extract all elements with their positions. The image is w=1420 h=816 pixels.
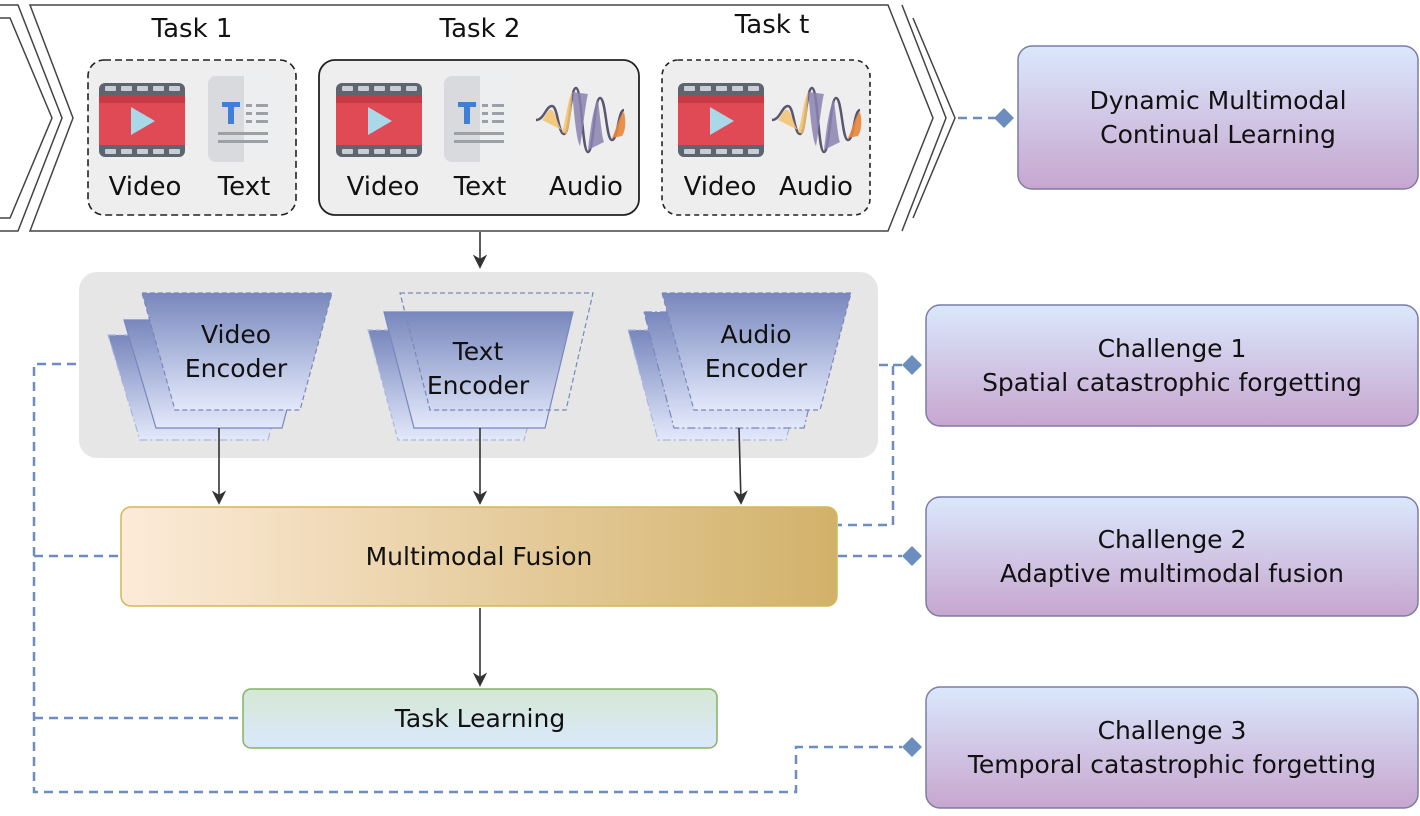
dashed-connectors — [32, 116, 996, 794]
challenge-1-caption: Challenge 1 Spatial catastrophic forgett… — [926, 305, 1418, 426]
video-icon — [336, 83, 422, 157]
task-t-modality-video: Video — [683, 172, 757, 202]
challenge-1-description: Spatial catastrophic forgetting — [982, 367, 1362, 397]
task-1-modality-video: Video — [108, 172, 182, 202]
dynamic-multimodal-line2: Continual Learning — [1100, 119, 1336, 149]
connector-diamonds — [902, 108, 1014, 757]
dynamic-multimodal-line1: Dynamic Multimodal — [1089, 85, 1347, 115]
challenge-2-caption: Challenge 2 Adaptive multimodal fusion — [926, 497, 1418, 616]
audio-encoder-label: Audio Encoder — [686, 318, 826, 386]
multimodal-fusion-label: Multimodal Fusion — [365, 541, 593, 571]
challenge-1-title: Challenge 1 — [1097, 333, 1247, 363]
task-2-modality-video: Video — [346, 172, 420, 202]
multimodal-fusion-box — [120, 506, 838, 607]
challenge-2-description: Adaptive multimodal fusion — [1000, 558, 1344, 588]
flow-arrows — [211, 232, 748, 687]
text-encoder-label: Text Encoder — [408, 335, 548, 403]
video-encoder-line2: Encoder — [184, 354, 288, 383]
task-learning-box — [242, 688, 718, 749]
audio-encoder-line2: Encoder — [704, 354, 808, 383]
task-learning-label: Task Learning — [394, 703, 566, 733]
text-icon — [208, 76, 280, 162]
video-icon — [99, 83, 185, 157]
video-encoder-stack — [107, 292, 333, 441]
text-encoder-line1: Text — [452, 337, 504, 366]
challenge-2-title: Challenge 2 — [1097, 524, 1247, 554]
challenge-3-box — [925, 686, 1419, 809]
challenge-3-description: Temporal catastrophic forgetting — [967, 749, 1377, 779]
dynamic-multimodal-box — [1017, 45, 1419, 190]
task-2-title: Task 2 — [439, 14, 521, 44]
challenge-3-title: Challenge 3 — [1097, 715, 1247, 745]
audio-encoder-line1: Audio — [720, 320, 792, 349]
task-2-modality-text: Text — [453, 172, 507, 202]
text-icon — [444, 76, 516, 162]
video-encoder-line1: Video — [200, 320, 272, 349]
task-t-title: Task t — [734, 10, 810, 40]
challenge-3-caption: Challenge 3 Temporal catastrophic forget… — [926, 687, 1418, 808]
task-1-title: Task 1 — [151, 14, 233, 44]
video-encoder-label: Video Encoder — [166, 318, 306, 386]
task-t-modality-audio: Audio — [779, 172, 853, 202]
video-icon — [678, 83, 764, 157]
challenge-2-box — [925, 496, 1419, 617]
task-2-modality-audio: Audio — [549, 172, 623, 202]
text-encoder-line2: Encoder — [426, 371, 530, 400]
task-1-modality-text: Text — [217, 172, 271, 202]
audio-encoder-stack — [627, 292, 852, 441]
challenge-1-box — [925, 304, 1419, 427]
text-encoder-stack — [367, 292, 594, 441]
dynamic-multimodal-caption: Dynamic Multimodal Continual Learning — [1018, 46, 1418, 189]
